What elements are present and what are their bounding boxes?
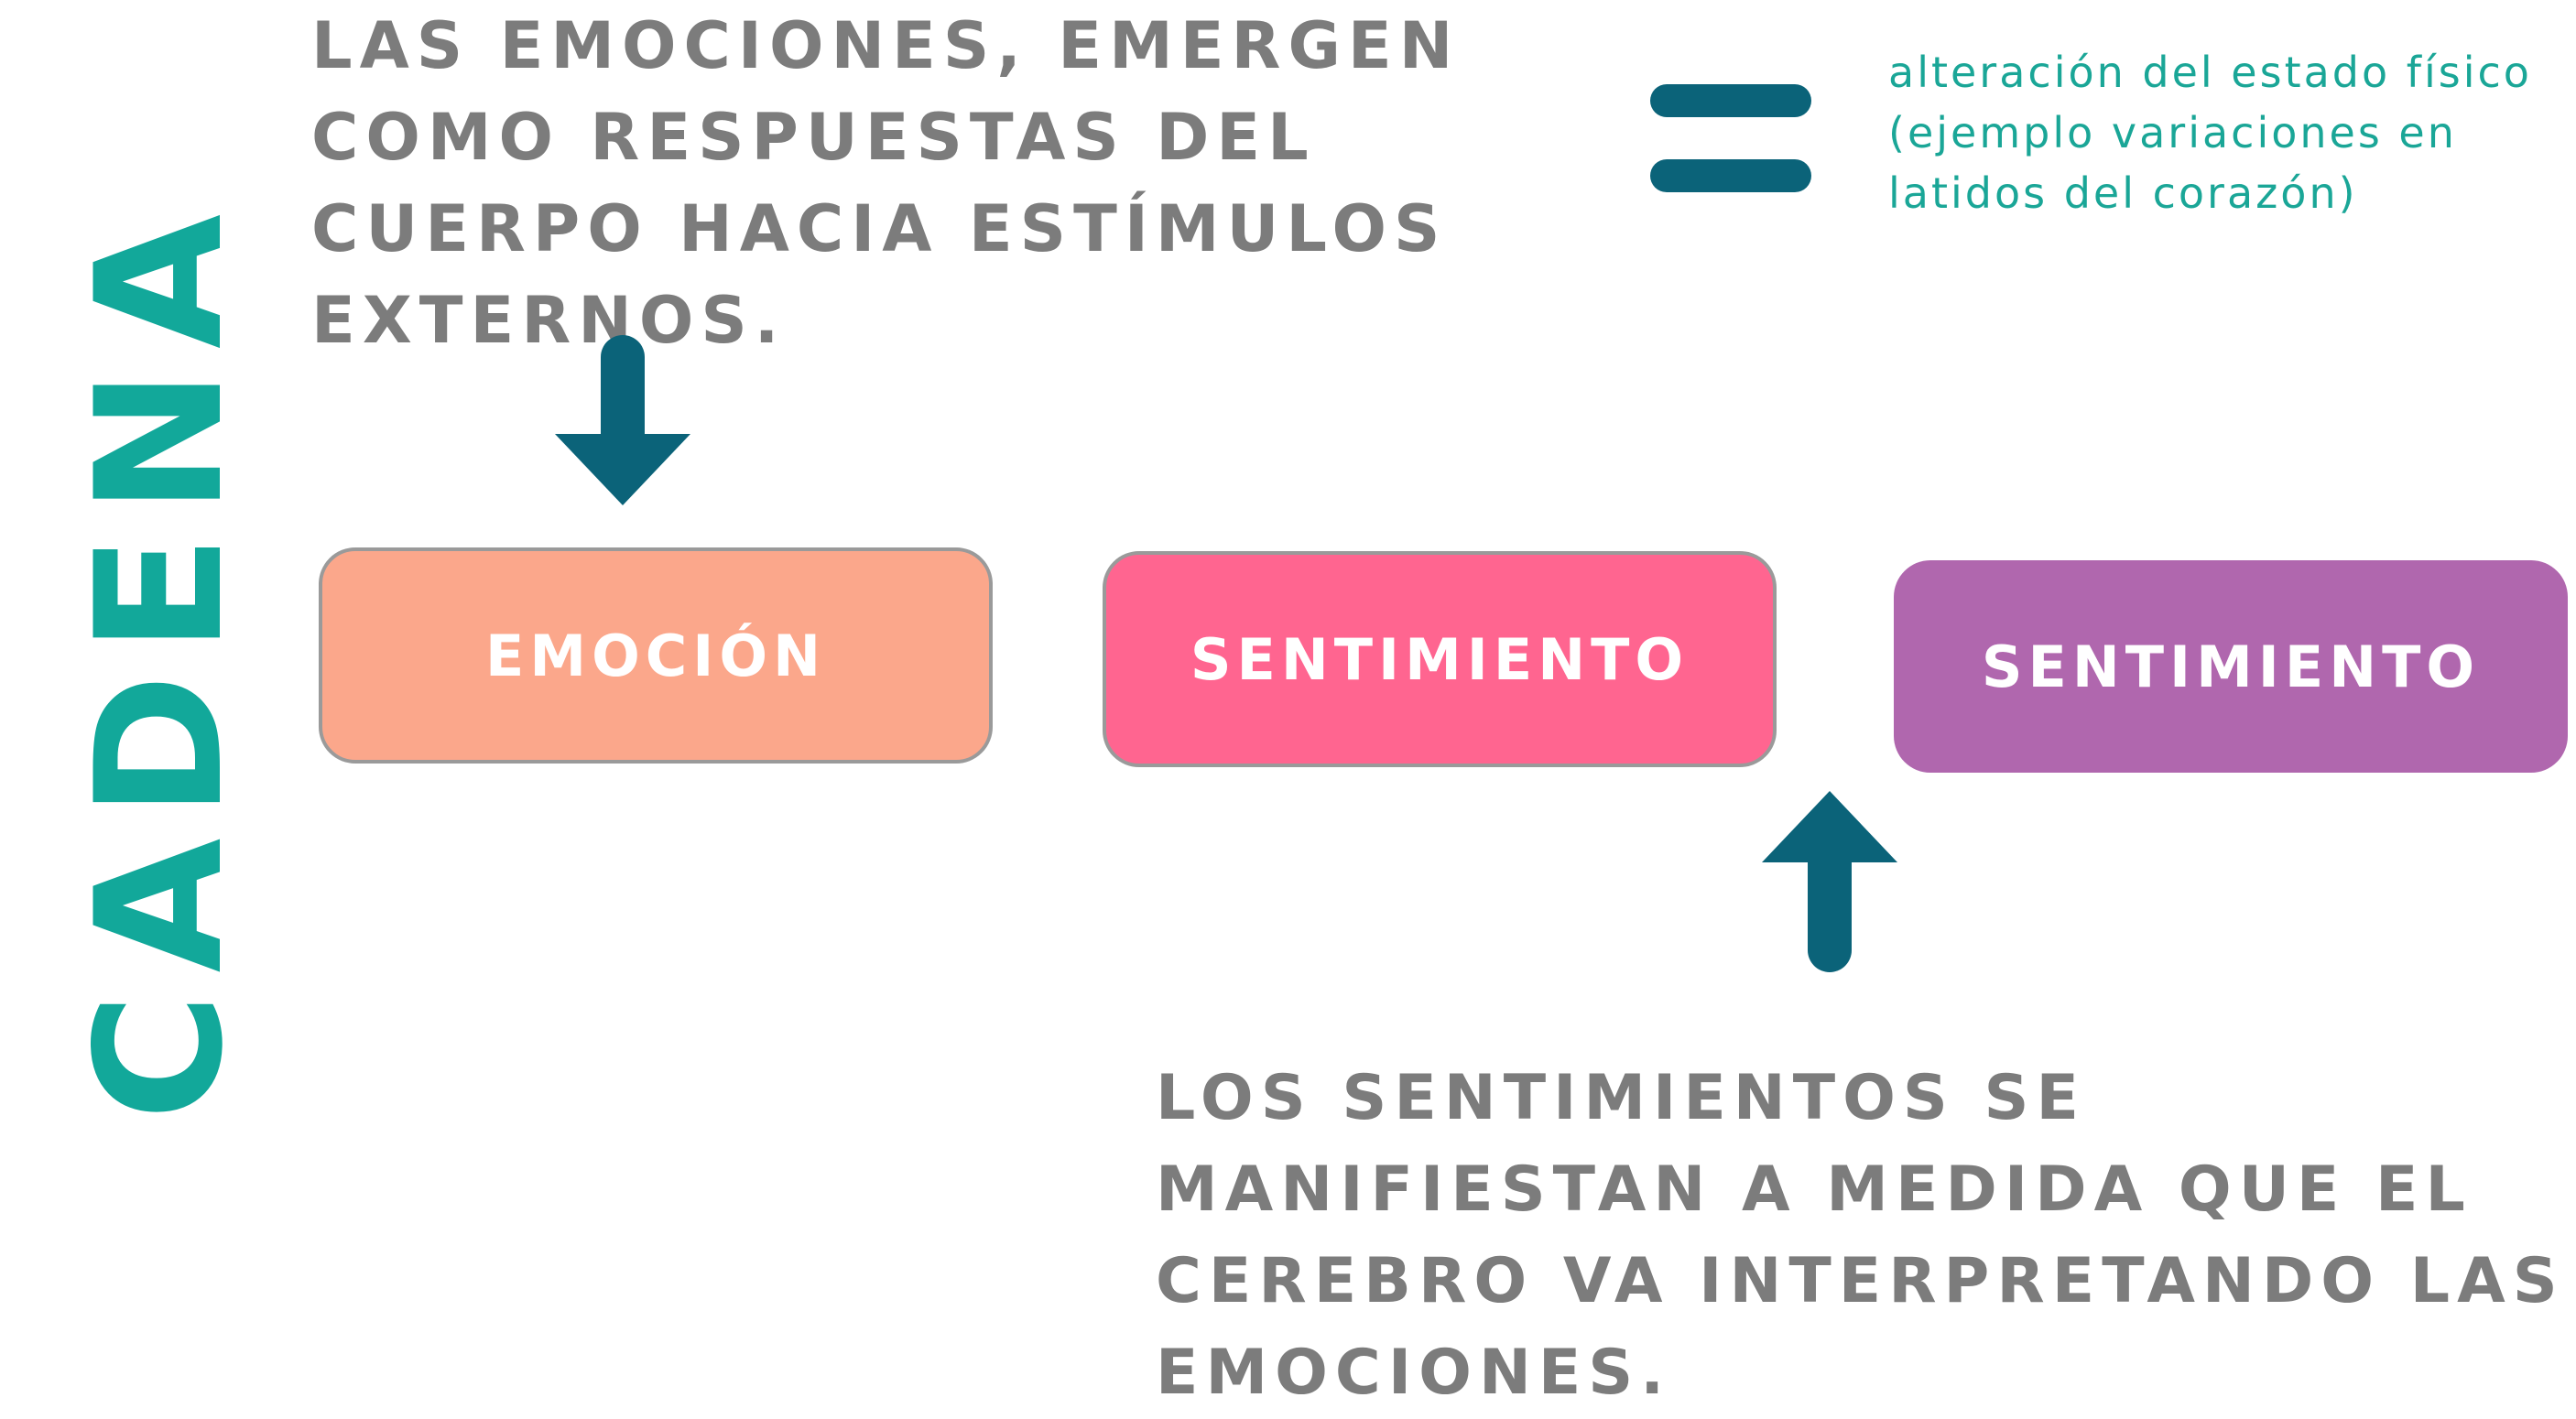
box-sentimiento-2: SENTIMIENTO xyxy=(1894,560,2568,773)
arrow-down-icon xyxy=(555,335,690,505)
bottom-statement: LOS SENTIMIENTOS SE MANIFIESTAN A MEDIDA… xyxy=(1156,1062,2565,1409)
equals-note: alteración del estado físico (ejemplo va… xyxy=(1888,48,2532,218)
equals-icon xyxy=(1650,84,1811,192)
box-emocion-label: EMOCIÓN xyxy=(485,622,826,689)
box-sentimiento-1: SENTIMIENTO xyxy=(1103,551,1777,767)
top-statement: LAS EMOCIONES, EMERGEN COMO RESPUESTAS D… xyxy=(311,8,1461,358)
connector-graphics xyxy=(555,84,1897,972)
box-sentimiento-1-label: SENTIMIENTO xyxy=(1190,625,1690,693)
box-sentimiento-2-label: SENTIMIENTO xyxy=(1981,633,2481,700)
box-emocion: EMOCIÓN xyxy=(319,547,993,764)
diagram-canvas: CADENA LAS EMOCIONES, EMERGEN COMO RESPU… xyxy=(59,8,2568,1409)
arrow-up-icon xyxy=(1762,791,1897,972)
